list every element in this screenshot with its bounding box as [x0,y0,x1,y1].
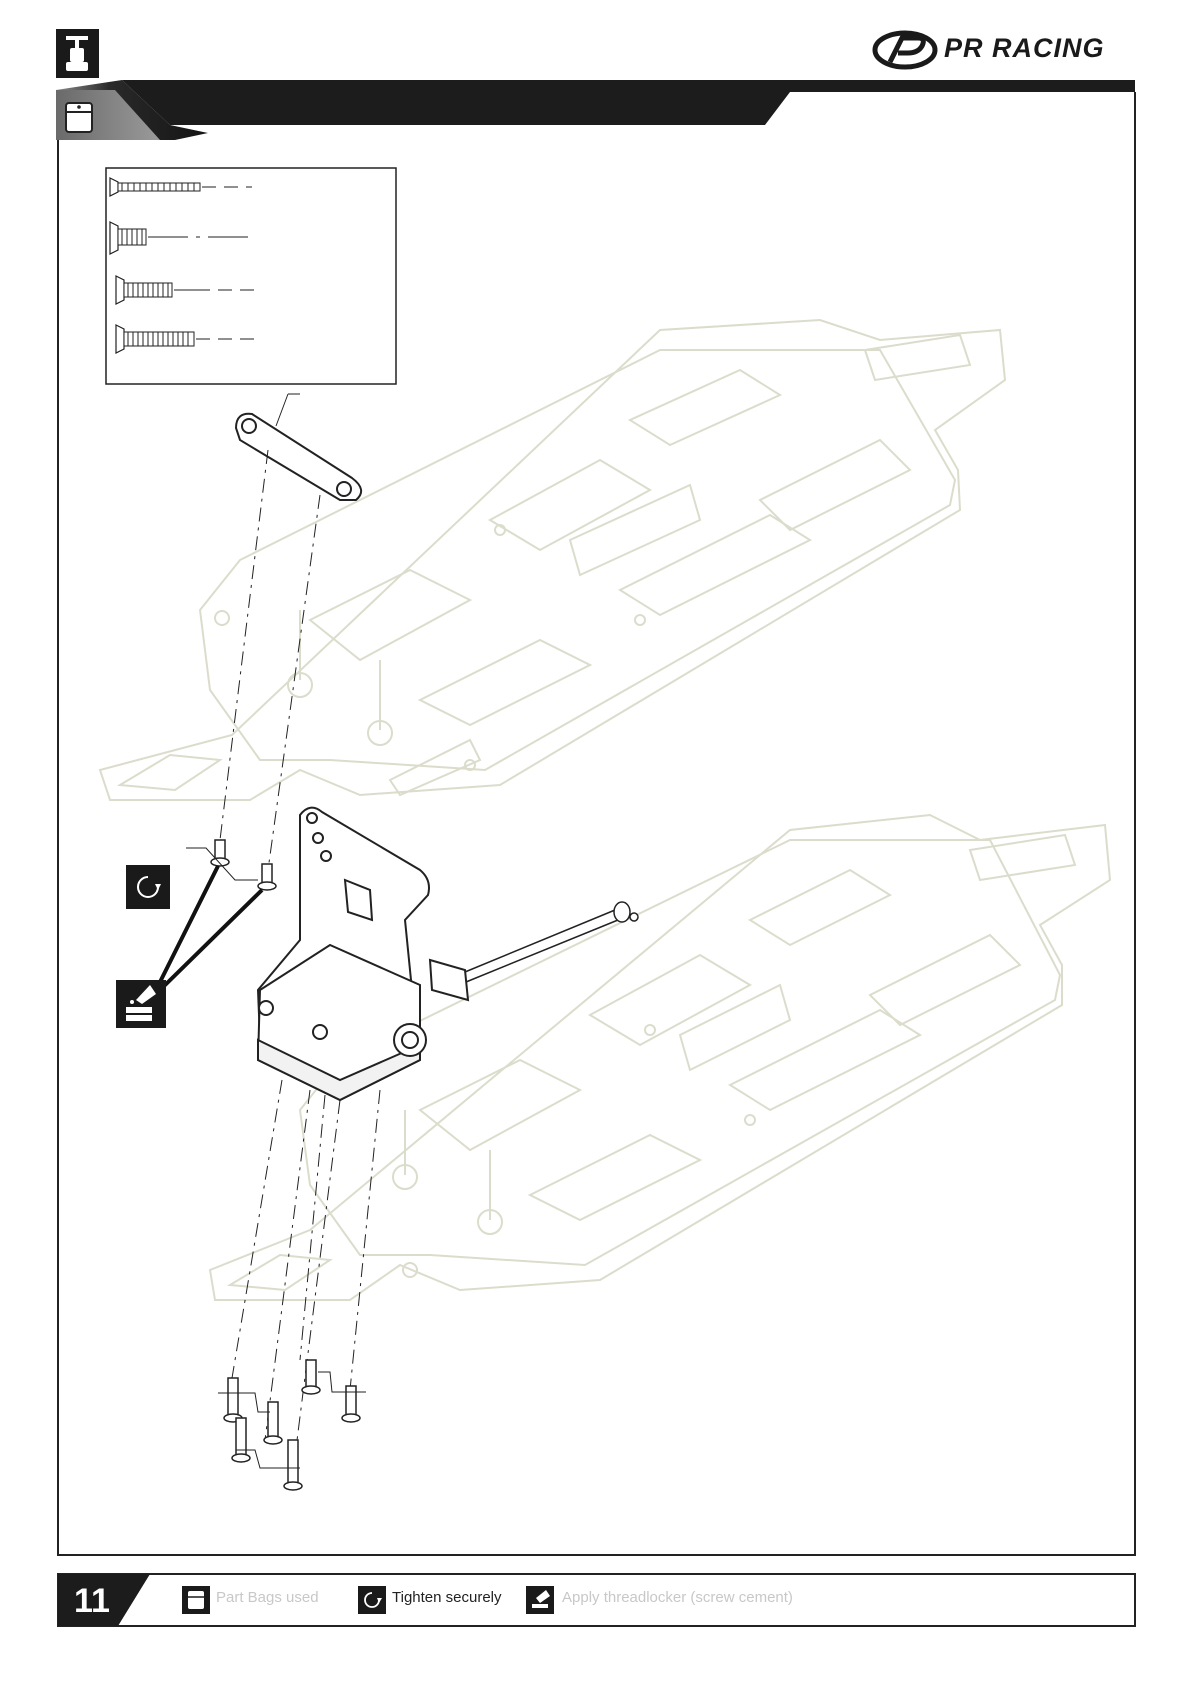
legend-part-bags-label: Part Bags used [216,1588,319,1608]
legend-bag-icon [182,1586,210,1614]
tighten-rotate-icon [126,865,170,909]
gearbox-assembly [258,808,468,1100]
lower-screws [224,1360,360,1490]
chassis-upper [100,320,1005,800]
bulkhead-brace [236,394,361,500]
upper-screws [186,840,276,890]
assembly-lines-upper [220,450,320,870]
legend-tighten-label: Tighten securely [392,1588,502,1608]
brand-name: PR RACING [944,33,1105,63]
legend-threadlocker-icon [526,1586,554,1614]
car-chassis-icon [56,29,99,78]
hardware-box [106,168,396,384]
legend-threadlocker-label: Apply threadlocker (screw cement) [562,1588,793,1608]
drive-shaft [465,902,638,982]
section-header-bar [56,80,1135,140]
pr-racing-logo [875,33,935,67]
legend-tighten-icon [358,1586,386,1614]
part-bag-icon [66,103,92,132]
threadlocker-bottle-icon [116,980,166,1028]
threadlocker-pointers [156,866,262,990]
page-number: 11 [58,1575,174,1627]
